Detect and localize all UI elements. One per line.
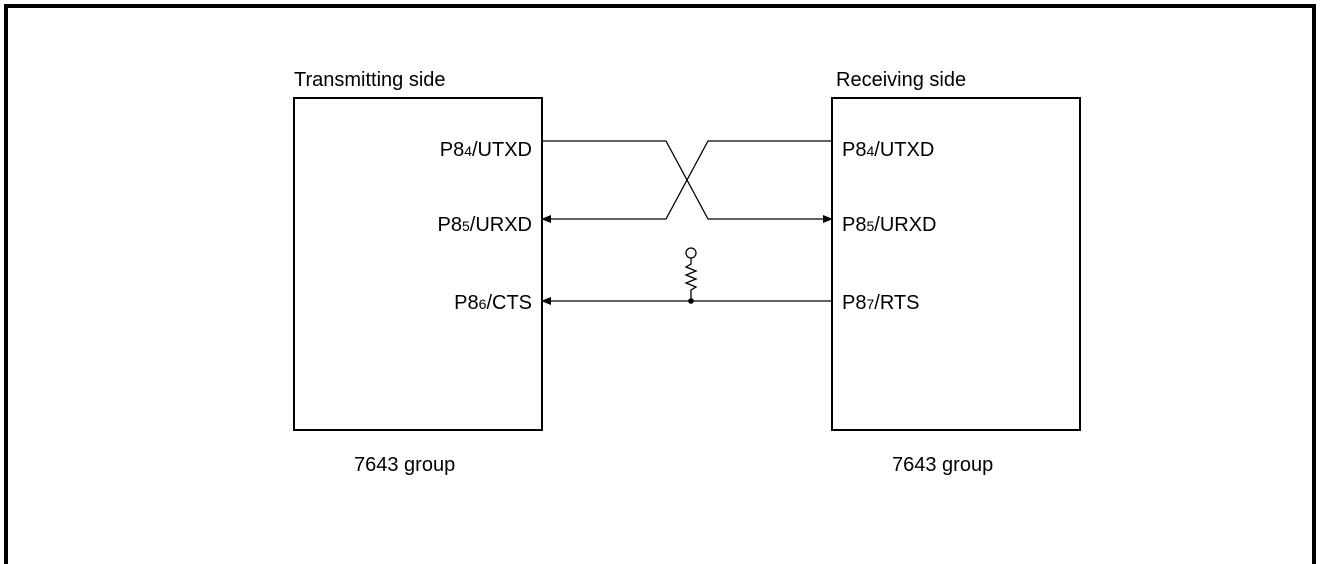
connection-diagram: Transmitting side P84/UTXD P85/URXD P86/… (293, 69, 1081, 476)
left-pin-cts: P86/CTS (454, 292, 532, 314)
transmitting-device-caption: 7643 group (354, 454, 455, 476)
left-pin-urxd: P85/URXD (438, 214, 533, 236)
transmitting-side-title: Transmitting side (294, 69, 446, 91)
receiving-device-caption: 7643 group (892, 454, 993, 476)
pull-up-resistor-icon (684, 247, 698, 304)
receiving-device-box (831, 97, 1081, 431)
right-pin-rts: P87/RTS (842, 292, 919, 314)
receiving-side-title: Receiving side (836, 69, 966, 91)
outer-frame (4, 4, 1316, 564)
transmitting-device-box (293, 97, 543, 431)
right-pin-utxd: P84/UTXD (842, 139, 934, 161)
left-pin-utxd: P84/UTXD (440, 139, 532, 161)
right-pin-urxd: P85/URXD (842, 214, 937, 236)
tx-right-to-rx-left-line (541, 140, 832, 223)
